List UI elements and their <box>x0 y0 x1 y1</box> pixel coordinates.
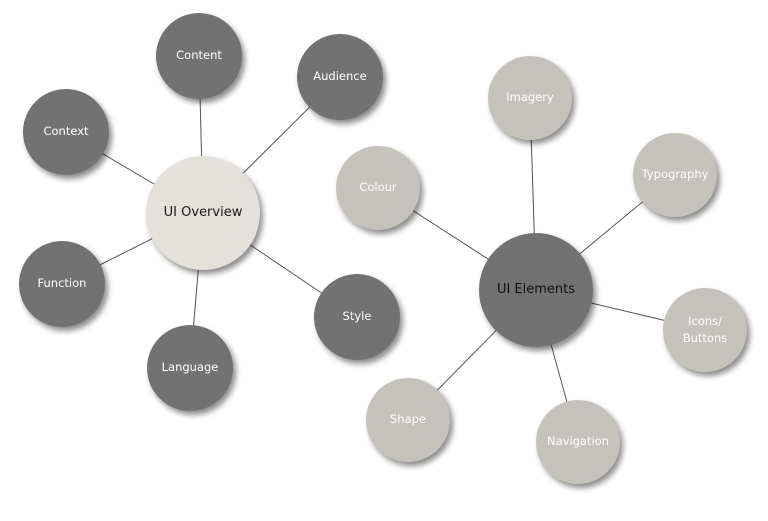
node-label: Shape <box>389 412 426 427</box>
node-navigation: Navigation <box>536 400 620 484</box>
node-typography: Typography <box>633 133 717 217</box>
node-label: Icons/ Buttons <box>682 313 728 345</box>
node-imagery: Imagery <box>488 56 572 140</box>
node-label: Content <box>176 48 222 63</box>
node-content: Content <box>156 13 242 99</box>
node-label: Colour <box>359 180 397 195</box>
hub-ui-elements: UI Elements <box>479 233 593 347</box>
node-label: Typography <box>641 167 709 182</box>
node-language: Language <box>147 325 233 411</box>
node-label: Context <box>43 124 89 139</box>
node-audience: Audience <box>297 34 383 120</box>
node-label: Language <box>161 360 219 375</box>
node-label: Audience <box>313 69 367 84</box>
hub-label: UI Overview <box>163 205 243 221</box>
node-label: Style <box>342 309 372 324</box>
node-function: Function <box>19 241 105 327</box>
node-icons-buttons: Icons/ Buttons <box>663 288 747 372</box>
node-label: Navigation <box>546 434 610 449</box>
node-label: Function <box>37 276 87 291</box>
node-label: Imagery <box>506 90 554 105</box>
hub-ui-overview: UI Overview <box>146 156 260 270</box>
hub-label: UI Elements <box>496 282 576 298</box>
node-colour: Colour <box>336 146 420 230</box>
node-style: Style <box>314 274 400 360</box>
node-shape: Shape <box>366 378 450 462</box>
node-context: Context <box>23 89 109 175</box>
